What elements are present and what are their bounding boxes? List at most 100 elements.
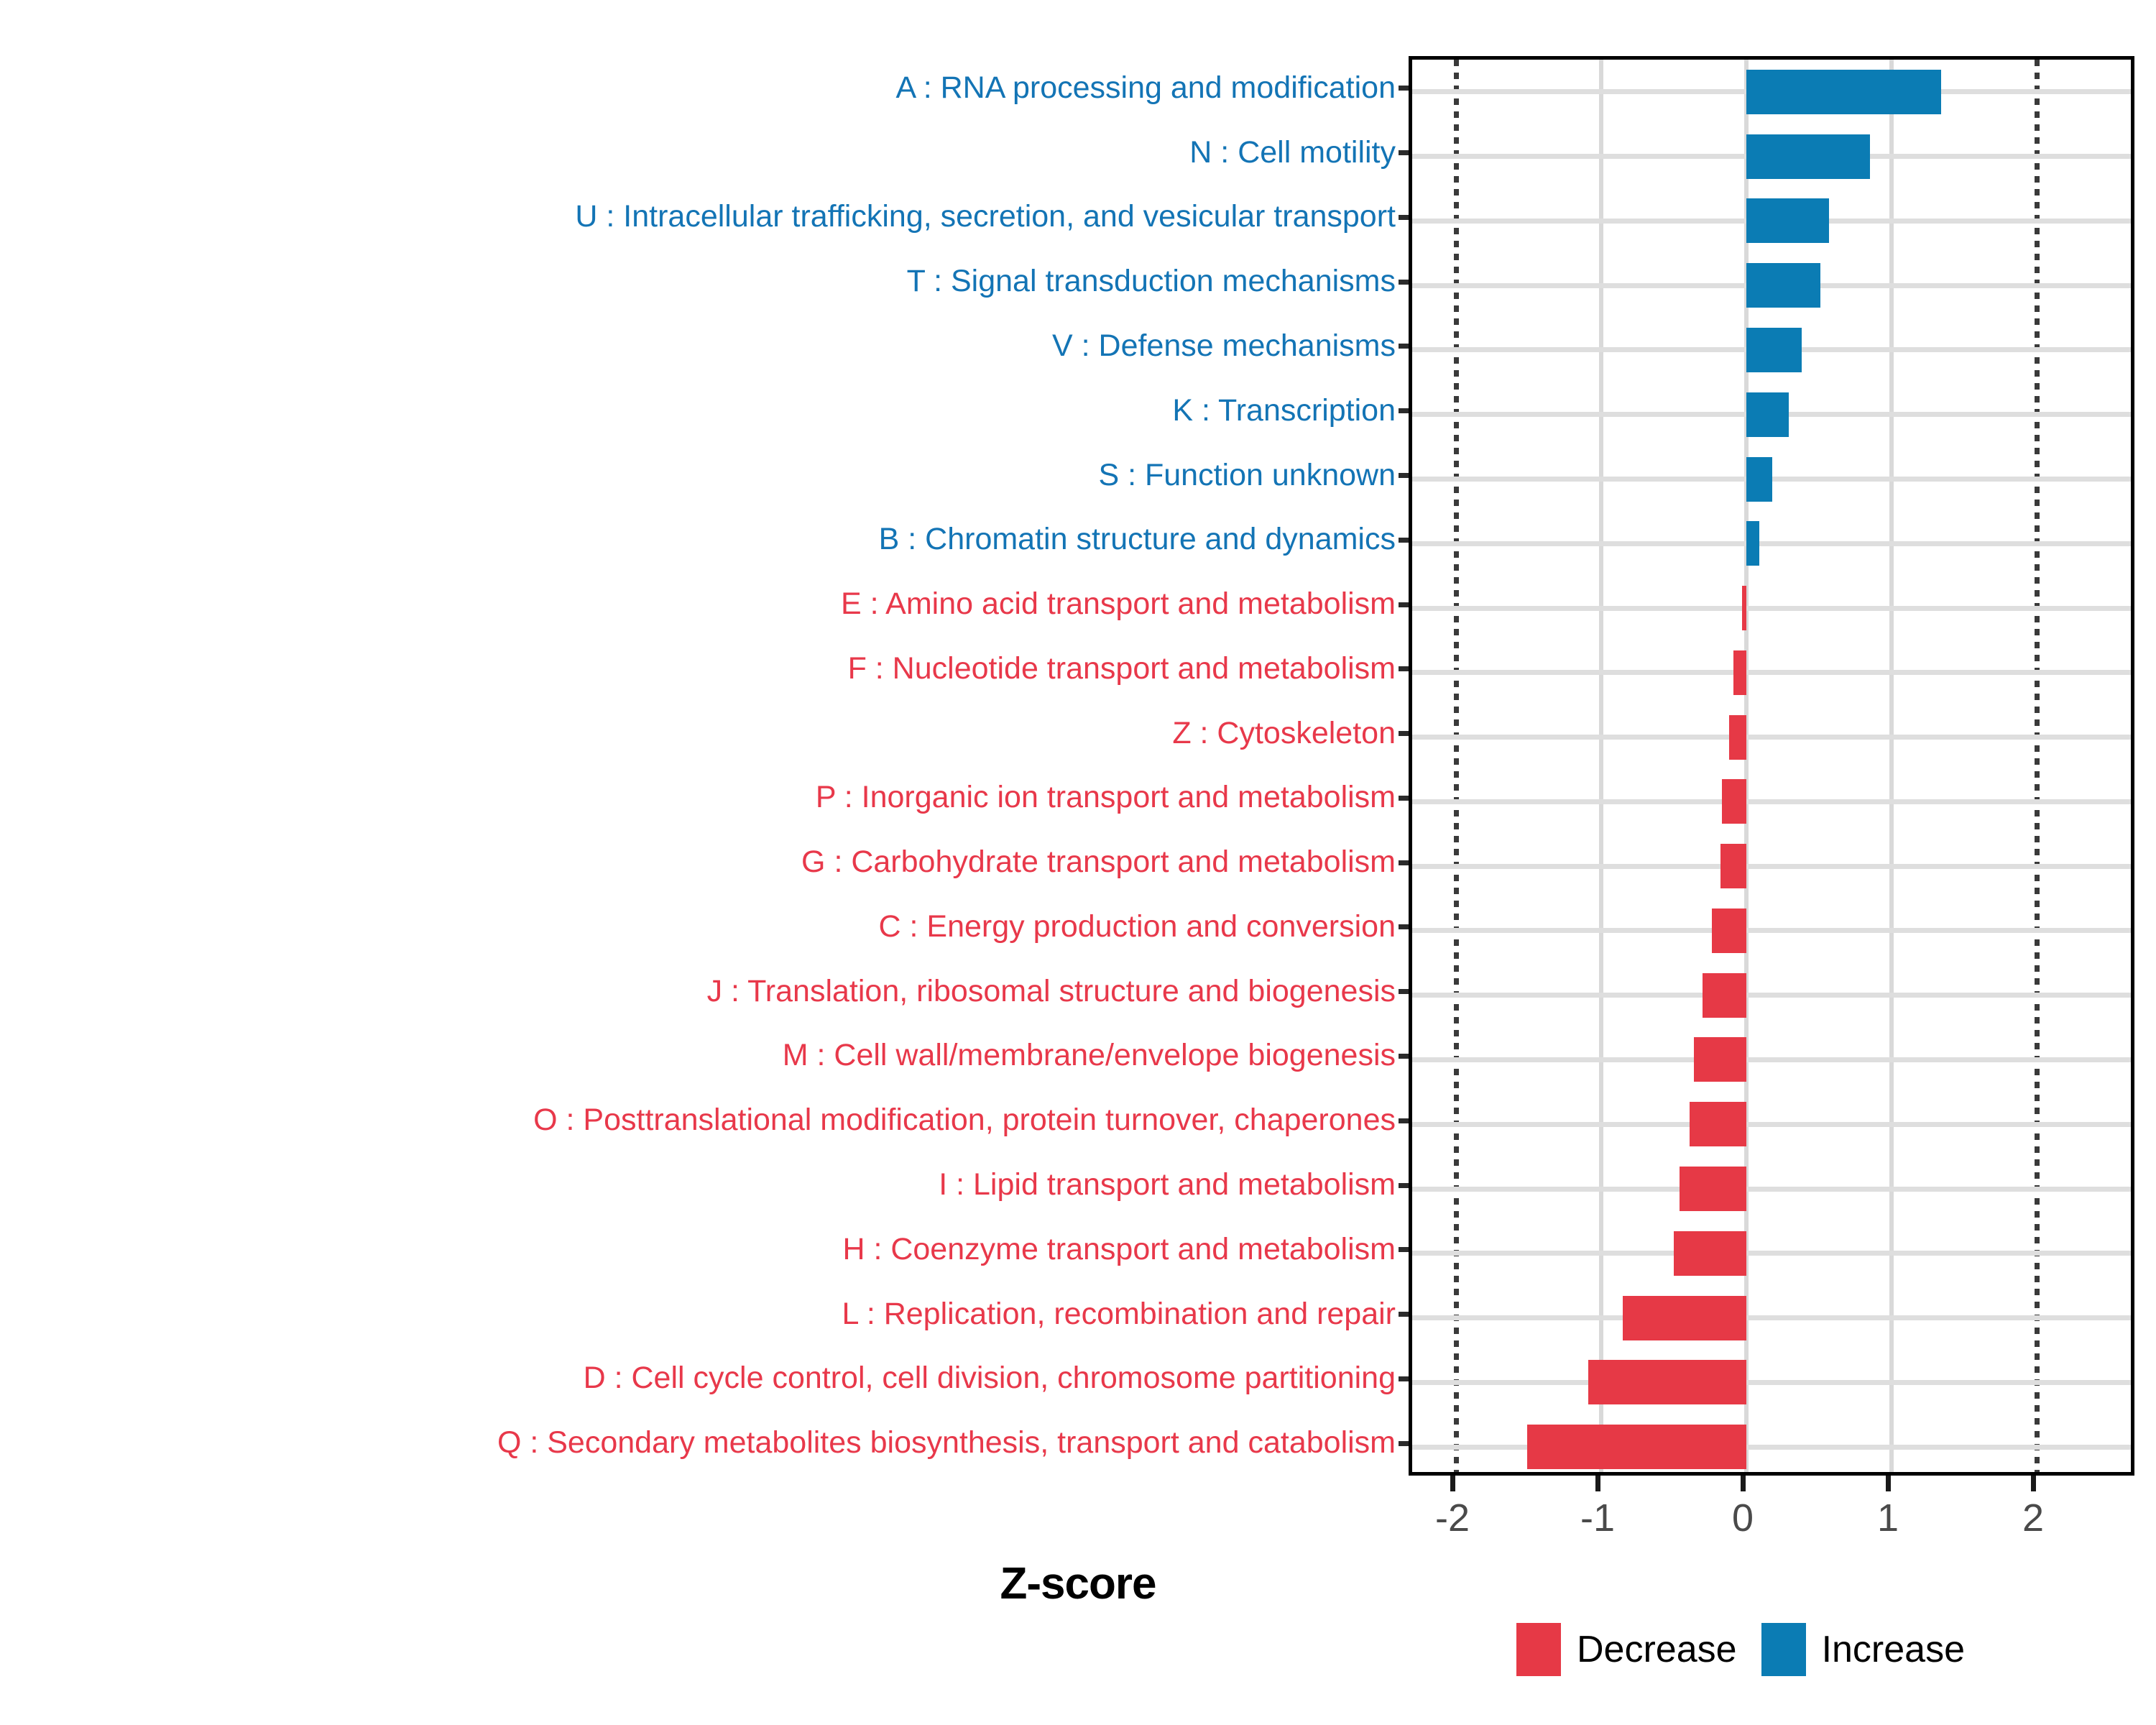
bar <box>1711 908 1746 953</box>
x-axis-title: Z-score <box>1000 1559 1157 1609</box>
legend-label: Decrease <box>1577 1629 1737 1670</box>
legend-swatch-icon <box>1761 1623 1806 1676</box>
y-axis-label: P : Inorganic ion transport and metaboli… <box>815 780 1396 815</box>
y-axis-tick <box>1399 924 1409 930</box>
y-axis-tick <box>1399 860 1409 865</box>
y-axis-label: D : Cell cycle control, cell division, c… <box>583 1361 1396 1396</box>
y-axis-label: E : Amino acid transport and metabolism <box>841 586 1396 622</box>
y-axis-tick <box>1399 408 1409 414</box>
legend: Decrease Increase <box>1516 1623 1965 1676</box>
hgrid-row <box>1412 735 2131 740</box>
y-axis-label: I : Lipid transport and metabolism <box>939 1167 1396 1202</box>
bar <box>1526 1425 1746 1470</box>
y-axis-label: Z : Cytoskeleton <box>1172 715 1396 750</box>
hgrid-row <box>1412 799 2131 804</box>
y-axis-label: Q : Secondary metabolites biosynthesis, … <box>497 1425 1396 1460</box>
x-axis-tick-label: 0 <box>1731 1496 1754 1540</box>
y-axis-tick <box>1399 1376 1409 1381</box>
bar <box>1703 972 1746 1018</box>
y-axis-label: L : Replication, recombination and repai… <box>842 1296 1396 1331</box>
y-axis-tick <box>1399 214 1409 220</box>
bar <box>1674 1230 1746 1276</box>
x-axis-tick <box>2030 1476 2036 1491</box>
x-axis-tick-label: 1 <box>1876 1496 1899 1540</box>
bar <box>1694 1037 1746 1082</box>
y-axis-label: A : RNA processing and modification <box>895 70 1396 105</box>
reference-line-2 <box>2035 60 2040 1472</box>
bar <box>1721 779 1746 824</box>
legend-swatch-icon <box>1516 1623 1561 1676</box>
x-axis-tick <box>1740 1476 1746 1491</box>
y-axis-tick <box>1399 666 1409 672</box>
reference-line--2 <box>1454 60 1459 1472</box>
y-axis-tick <box>1399 279 1409 285</box>
hgrid-row <box>1412 1186 2131 1192</box>
y-axis-tick <box>1399 795 1409 801</box>
bar <box>1746 198 1830 244</box>
bar <box>1720 844 1746 889</box>
y-axis-tick <box>1399 989 1409 995</box>
bar <box>1623 1295 1746 1340</box>
y-axis-label: F : Nucleotide transport and metabolism <box>847 650 1396 686</box>
y-axis-tick <box>1399 1312 1409 1317</box>
y-axis-label: S : Function unknown <box>1098 457 1396 492</box>
y-axis-tick <box>1399 537 1409 543</box>
y-axis-tick <box>1399 1118 1409 1123</box>
bar <box>1690 1102 1746 1147</box>
hgrid-row <box>1412 540 2131 546</box>
vgrid-0 <box>1744 60 1749 1472</box>
x-axis-tick-label: -1 <box>1580 1496 1615 1540</box>
legend-item-decrease[interactable]: Decrease <box>1516 1623 1737 1676</box>
x-axis-tick <box>1885 1476 1891 1491</box>
hgrid-row <box>1412 1379 2131 1385</box>
y-axis-tick <box>1399 1247 1409 1253</box>
y-axis-label: V : Defense mechanisms <box>1052 328 1396 363</box>
y-axis-tick <box>1399 473 1409 479</box>
y-axis-label: K : Transcription <box>1172 392 1396 428</box>
y-axis-tick <box>1399 1182 1409 1188</box>
hgrid-row <box>1412 993 2131 998</box>
y-axis-label: H : Coenzyme transport and metabolism <box>842 1231 1396 1266</box>
vgrid--1 <box>1599 60 1603 1472</box>
hgrid-row <box>1412 1121 2131 1127</box>
plot-panel <box>1409 56 2134 1476</box>
hgrid-row <box>1412 670 2131 676</box>
y-axis-label: M : Cell wall/membrane/envelope biogenes… <box>782 1038 1396 1073</box>
hgrid-row <box>1412 863 2131 869</box>
legend-item-increase[interactable]: Increase <box>1761 1623 1965 1676</box>
y-axis-tick <box>1399 344 1409 349</box>
y-axis-label: N : Cell motility <box>1189 134 1396 170</box>
x-axis-tick <box>1450 1476 1455 1491</box>
hgrid-row <box>1412 605 2131 611</box>
x-axis-tick <box>1595 1476 1600 1491</box>
bar <box>1746 263 1821 308</box>
y-axis-tick <box>1399 1053 1409 1059</box>
bar <box>1733 650 1746 695</box>
bar <box>1746 456 1773 502</box>
bar <box>1588 1360 1746 1405</box>
y-axis-tick <box>1399 1440 1409 1446</box>
y-axis-label: T : Signal transduction mechanisms <box>906 264 1396 299</box>
x-axis-tick-label: 2 <box>2022 1496 2045 1540</box>
bar <box>1746 134 1870 179</box>
y-axis-label: U : Intracellular trafficking, secretion… <box>575 199 1396 234</box>
y-axis-tick <box>1399 150 1409 156</box>
y-axis-label: B : Chromatin structure and dynamics <box>878 522 1396 557</box>
y-axis-tick <box>1399 602 1409 607</box>
hgrid-row <box>1412 1251 2131 1256</box>
bar <box>1746 69 1941 114</box>
bar <box>1728 714 1746 760</box>
y-axis-tick <box>1399 86 1409 91</box>
y-axis-label: G : Carbohydrate transport and metabolis… <box>801 845 1396 880</box>
bar <box>1746 392 1789 437</box>
bar <box>1746 521 1760 566</box>
bar <box>1746 327 1802 372</box>
hgrid-row <box>1412 1444 2131 1450</box>
hgrid-row <box>1412 928 2131 934</box>
y-axis-label: O : Posttranslational modification, prot… <box>533 1103 1396 1138</box>
hgrid-row <box>1412 1057 2131 1062</box>
vgrid-1 <box>1889 60 1894 1472</box>
y-axis-tick <box>1399 731 1409 737</box>
legend-label: Increase <box>1821 1629 1966 1670</box>
